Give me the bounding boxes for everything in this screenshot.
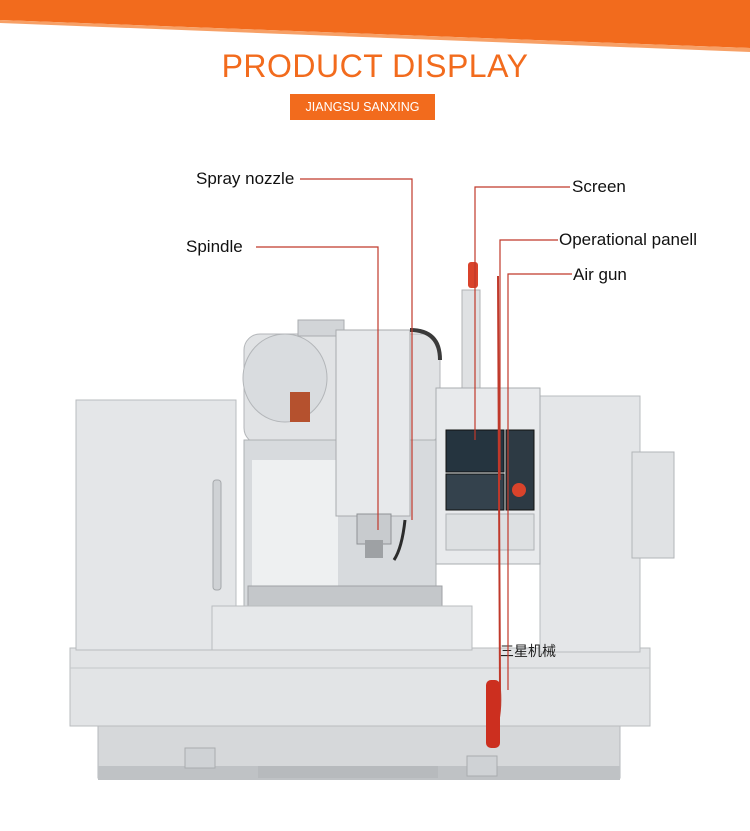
machine-brand-mark: 三星机械 — [500, 644, 556, 660]
side-electrical-box — [631, 451, 675, 559]
callout-spray-nozzle: Spray nozzle — [196, 169, 295, 188]
emergency-stop — [512, 483, 526, 497]
bed-front-panel — [211, 605, 473, 651]
lower-cabinet — [69, 647, 651, 727]
red-motor-part — [290, 392, 310, 422]
left-door-handle — [212, 479, 222, 591]
leader-line-air-gun — [507, 273, 572, 690]
callout-air-gun: Air gun — [573, 265, 627, 284]
panel-lower — [445, 513, 535, 551]
brand-badge: JIANGSU SANXING — [290, 94, 435, 120]
leader-line-spray-nozzle — [300, 178, 413, 520]
accent-stripe-highlight — [0, 20, 750, 52]
spindle-nose — [356, 513, 392, 545]
column-vent — [297, 319, 345, 337]
button-panel — [445, 473, 505, 511]
leader-line-spindle — [256, 246, 379, 530]
leader-line-screen — [474, 186, 570, 440]
callout-operational-panel: Operational panell — [559, 230, 697, 249]
top-accent-band — [0, 0, 750, 52]
right-wing-panel — [539, 395, 641, 653]
leader-line-operational-panel — [499, 239, 558, 480]
work-area-shade — [252, 460, 338, 590]
coolant-hose — [409, 328, 442, 361]
air-gun-body — [486, 680, 500, 748]
callout-spindle: Spindle — [186, 237, 243, 256]
callout-screen: Screen — [572, 177, 626, 196]
left-wing-panel — [75, 399, 237, 651]
leveling-foot-right — [466, 755, 498, 777]
leveling-foot-left — [184, 747, 216, 769]
base-slot — [258, 766, 438, 778]
spray-hose — [392, 519, 407, 561]
accent-stripe — [0, 0, 750, 48]
page-title: PRODUCT DISPLAY — [221, 48, 529, 84]
tool-holder — [365, 540, 383, 558]
